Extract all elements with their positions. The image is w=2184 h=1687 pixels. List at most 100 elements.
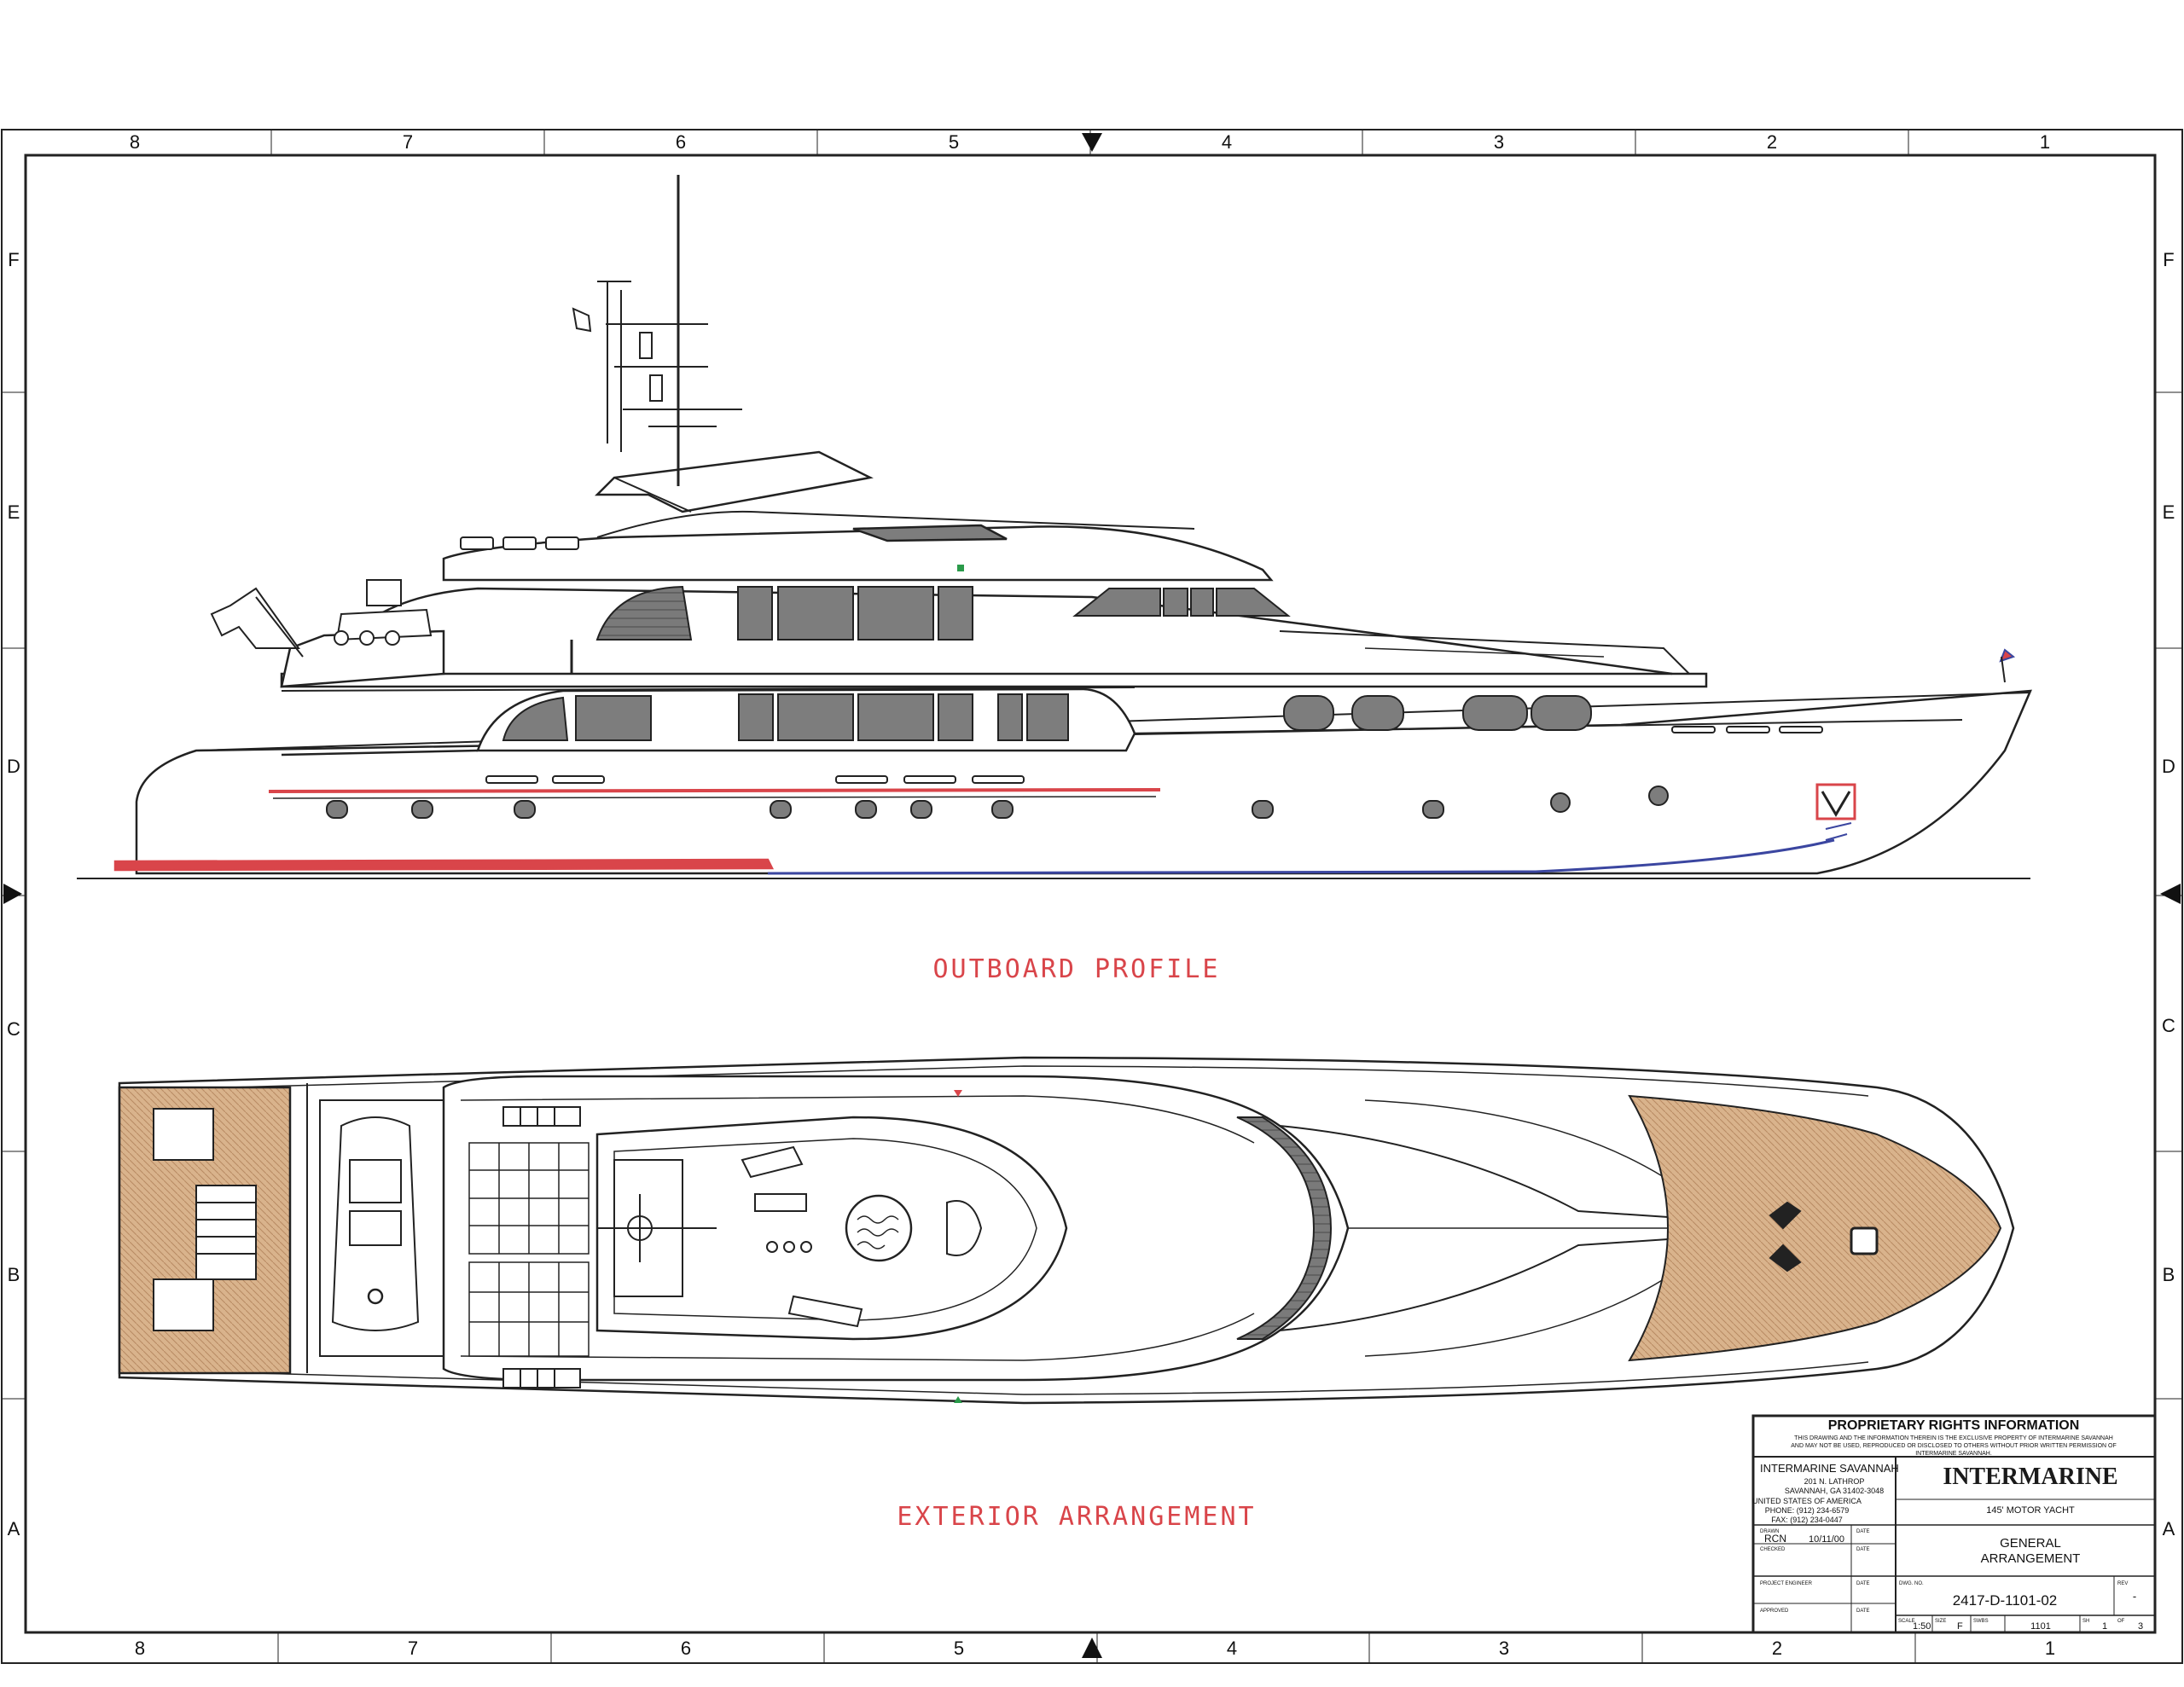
zone-col-label: 4 [1222,131,1232,153]
center-arrow-left-icon [3,884,22,904]
proprietary-title: PROPRIETARY RIGHTS INFORMATION [1828,1418,2080,1433]
vessel-type: 145' MOTOR YACHT [1986,1505,2075,1516]
zone-col-label: 7 [403,131,413,153]
approved-label: APPROVED [1760,1609,1789,1614]
outboard-profile-label: OUTBOARD PROFILE [933,954,1221,984]
sun-pads-grid [468,1142,590,1357]
sheet-label: SH [2082,1619,2089,1624]
checked-label: CHECKED [1760,1547,1786,1552]
zone-col-label: 1 [2040,131,2050,153]
plan-loungers [502,1106,581,1388]
center-arrow-right-icon [2160,884,2181,904]
hull-portholes [326,786,1669,819]
anchor-locker-hatch [1850,1226,1879,1255]
date-label: DATE [1856,1529,1870,1534]
swbs-value: 1101 [2030,1621,2051,1632]
zone-row-label: D [2162,756,2175,777]
windshield-plan [1236,1116,1333,1340]
address-line: 201 N. LATHROP [1804,1477,1865,1486]
rev-label: REV [2117,1581,2128,1586]
zone-labels-bottom: 8 7 6 5 4 3 2 1 [135,1638,2055,1659]
dwg-no-label: DWG. NO. [1899,1581,1924,1586]
zone-col-label: 3 [1494,131,1504,153]
intermarine-logo: INTERMARINE [1943,1464,2117,1490]
swbs-label: SWBS [1973,1619,1989,1624]
proprietary-text: THIS DRAWING AND THE INFORMATION THEREIN… [1794,1435,2113,1441]
zone-row-label: D [7,756,20,777]
zone-col-label: 3 [1499,1638,1509,1659]
sheets-total: 3 [2138,1621,2143,1632]
drawing-title: GENERAL [2000,1536,2061,1551]
date-label: DATE [1856,1581,1870,1586]
zone-row-label: E [8,501,20,523]
address-line: UNITED STATES OF AMERICA [1752,1497,1862,1505]
upper-deck [280,672,1708,688]
bow-flag-icon [1999,648,2016,663]
mast-flag-icon [572,307,592,333]
zone-labels-right: F E D C B A [2162,249,2175,1539]
main-deck-windows [502,693,1592,741]
zone-row-label: F [2163,249,2174,270]
zone-col-label: 2 [1767,131,1777,153]
anchor-windlass [1769,1201,1802,1272]
company-name: INTERMARINE SAVANNAH [1760,1462,1899,1475]
sun-deck [442,525,1274,582]
zone-col-label: 5 [949,131,959,153]
zone-col-label: 7 [408,1638,418,1659]
zone-row-label: A [2163,1518,2175,1539]
zone-col-label: 4 [1227,1638,1237,1659]
zone-labels-left: F E D C B A [7,249,20,1539]
zone-row-label: B [8,1264,20,1285]
radar-arch-plan [597,1159,717,1297]
drawn-label: DRAWN [1760,1529,1779,1534]
address-line: SAVANNAH, GA 31402-3048 [1785,1487,1884,1495]
exterior-arrangement-view [118,1056,2015,1405]
zone-row-label: A [8,1518,20,1539]
drawn-by: RCN [1764,1533,1786,1545]
sun-deck-oval [595,1116,1068,1341]
bottom-paint-line [767,838,1835,875]
project-engineer-label: PROJECT ENGINEER [1760,1581,1813,1586]
outboard-profile-view [77,175,2032,879]
sheer-stripe-red [268,788,1161,793]
proprietary-text: AND MAY NOT BE USED, REPRODUCED OR DISCL… [1791,1443,2117,1449]
zone-labels-top: 8 7 6 5 4 3 2 1 [130,131,2050,153]
zone-row-label: F [8,249,19,270]
scale-value: 1:50 [1913,1621,1931,1632]
zone-row-label: C [2162,1015,2175,1036]
size-value: F [1957,1621,1963,1632]
aft-flag-icon [210,587,300,649]
title-block [1751,1414,2157,1634]
sheet-value: 1 [2102,1621,2107,1632]
foredeck-teak [1628,1094,2002,1362]
zone-row-label: B [2163,1264,2175,1285]
hull-slot-windows [485,726,1823,784]
drawn-date: 10/11/00 [1809,1534,1844,1545]
bow-logo [1815,783,1856,820]
drawing-frame [1,129,2183,1664]
tender-crane [334,579,433,646]
zone-col-label: 5 [954,1638,964,1659]
radar-arch [594,450,874,513]
jacuzzi [845,1194,913,1262]
proprietary-text: INTERMARINE SAVANNAH. [1915,1451,1992,1457]
zone-col-label: 6 [676,131,686,153]
phone: PHONE: (912) 234-6579 [1765,1506,1850,1515]
zone-col-label: 2 [1772,1638,1782,1659]
zone-row-label: C [7,1018,20,1040]
title-block-text: PROPRIETARY RIGHTS INFORMATION THIS DRAW… [1752,1418,2143,1632]
fax: FAX: (912) 234-0447 [1771,1516,1843,1524]
boot-stripe-red [113,858,775,872]
zone-row-label: E [2163,501,2175,523]
zone-col-label: 8 [135,1638,145,1659]
upper-deck-windows [595,585,1291,641]
drawing-title: ARRANGEMENT [1981,1551,2081,1566]
scale-label: SCALE [1898,1619,1915,1624]
exterior-arrangement-label: EXTERIOR ARRANGEMENT [897,1502,1256,1532]
radar-array [597,281,742,452]
zone-col-label: 6 [681,1638,691,1659]
date-label: DATE [1856,1609,1870,1614]
sheet-of-label: OF [2117,1619,2125,1624]
drawing-number: 2417-D-1101-02 [1953,1592,2058,1609]
